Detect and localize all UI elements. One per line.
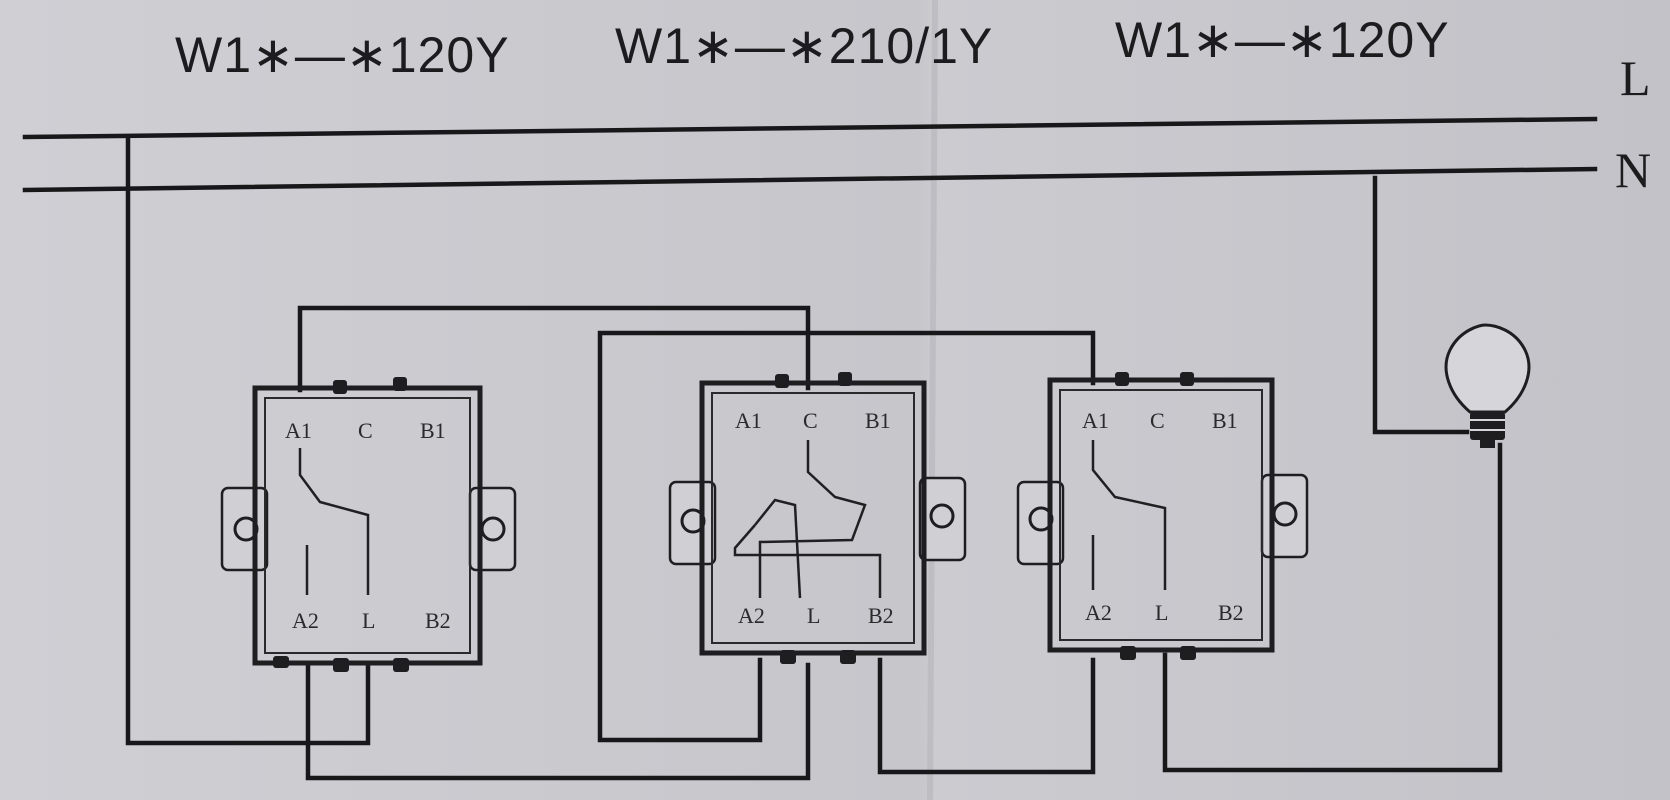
live-label: L: [1620, 50, 1651, 106]
wire-sw1-a2-to-sw2-l: [305, 662, 811, 781]
wire-sw2-b2-to-sw3-a2: [877, 657, 1096, 775]
switch-3: A1 C B1 A2 L B2: [1016, 372, 1309, 660]
switch-3-terminal-c: C: [1150, 408, 1165, 433]
switch-3-terminal-b2: B2: [1218, 600, 1244, 625]
switch-2-right-screw-hole: [929, 503, 955, 529]
switch-1-terminal-b1: B1: [420, 418, 446, 443]
wire-sw1-a1-to-sw2-c: [297, 305, 811, 393]
switch-2-model-label: W1∗—∗210/1Y: [615, 18, 993, 74]
switch-1-terminal-c: C: [358, 418, 373, 443]
neutral-label: N: [1615, 142, 1651, 198]
wire-live-to-sw1-l: [125, 134, 371, 746]
switch-2-crossover-path-2: [733, 524, 882, 598]
switch-2-crossover-path: [758, 440, 867, 598]
switch-2-inner-frame: [711, 392, 915, 644]
switch-2-right-ear: [918, 476, 967, 562]
wire-neutral-to-lamp: [1372, 175, 1470, 435]
switch-1-inner-frame: [264, 397, 471, 654]
switch-3-terminal-a1: A1: [1082, 408, 1109, 433]
wire-sw3-l-to-lamp: [1162, 442, 1503, 773]
switch-1-terminal-a1: A1: [285, 418, 312, 443]
switch-3-contact-path: [1091, 440, 1167, 590]
switch-3-terminal-l: L: [1155, 600, 1168, 625]
switch-3-left-ear: [1016, 480, 1065, 566]
switch-1-contact-path: [298, 448, 370, 595]
light-bulb-icon: [1444, 323, 1531, 448]
wire-sw2-a2-to-sw3-a1: [597, 330, 1096, 743]
switch-3-body: [1047, 377, 1275, 653]
switch-1-terminal-l: L: [362, 608, 375, 633]
switch-3-terminal-b1: B1: [1212, 408, 1238, 433]
switch-1-left-ear: [220, 486, 269, 572]
neutral-line: [22, 166, 1598, 193]
switch-2-terminal-l: L: [807, 603, 820, 628]
switch-2-terminal-b1: B1: [865, 408, 891, 433]
switch-2-terminal-a2: A2: [738, 603, 765, 628]
switch-2-terminal-a1: A1: [735, 408, 762, 433]
switch-1-model-label: W1∗—∗120Y: [175, 27, 510, 83]
switch-2-terminal-b2: B2: [868, 603, 894, 628]
switch-3-model-label: W1∗—∗120Y: [1115, 12, 1450, 68]
live-line: [22, 116, 1598, 140]
switch-2: A1 C B1 A2 L B2: [668, 372, 967, 664]
switch-3-inner-frame: [1059, 389, 1263, 641]
switch-2-body: [699, 380, 927, 656]
switch-1-terminal-a2: A2: [292, 608, 319, 633]
switch-1-body: [252, 385, 483, 666]
switch-1-terminal-b2: B2: [425, 608, 451, 633]
switch-3-terminal-a2: A2: [1085, 600, 1112, 625]
paper-fold: [927, 0, 938, 800]
switch-1: A1 C B1 A2 L B2: [220, 377, 517, 672]
switch-2-terminal-c: C: [803, 408, 818, 433]
switch-2-left-ear: [668, 480, 717, 566]
switch-1-right-ear: [468, 486, 517, 572]
switch-3-right-ear: [1260, 473, 1309, 559]
